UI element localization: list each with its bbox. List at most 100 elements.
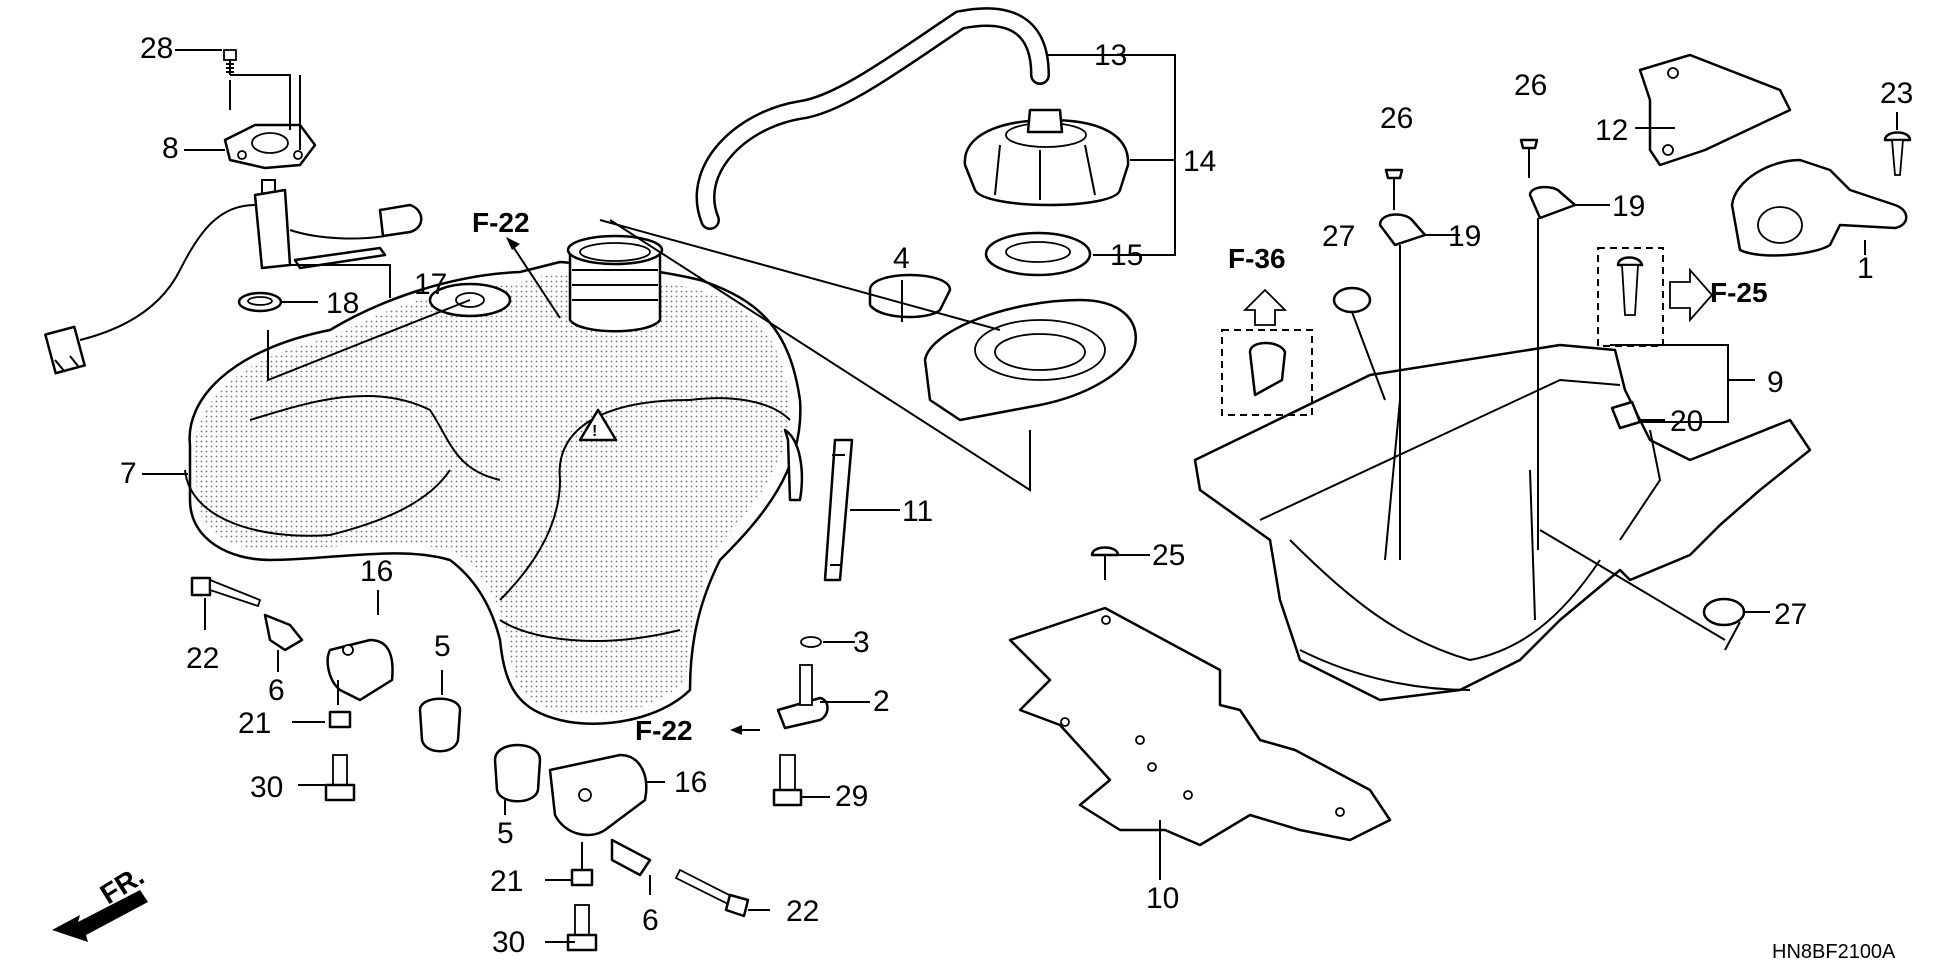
pump-flange-plate [223,123,317,170]
fuel-pump-assembly [44,179,423,375]
bolt-22a [190,576,262,608]
callout-2: 2 [873,685,890,718]
rubber-mount-5a [418,697,462,753]
callout-26a: 26 [1380,102,1413,135]
callout-28: 28 [140,32,173,65]
callout-19a: 19 [1448,220,1481,253]
callout-23: 23 [1880,77,1913,110]
grommet-27b [1702,597,1746,627]
collar-6b [610,838,652,877]
callout-11: 11 [902,495,933,528]
rubber-mount-5b [493,743,542,803]
svg-text:!: ! [592,423,597,440]
bolt-29 [772,754,803,807]
callout-1: 1 [1857,252,1874,285]
callout-16a: 16 [360,555,393,588]
mount-bracket-bottom [548,753,648,837]
f36-reference-box [1221,288,1313,416]
callout-17: 17 [414,268,447,301]
collar-6a [263,613,304,652]
callout-20: 20 [1670,405,1703,438]
callout-25: 25 [1152,539,1185,572]
callout-26b: 26 [1514,69,1547,102]
callout-21b: 21 [490,865,523,898]
callout-10: 10 [1146,882,1179,915]
reference-f36: F-36 [1228,243,1286,274]
fuel-cap [963,108,1130,207]
callout-22b: 22 [786,895,819,928]
f25-reference-box [1597,247,1714,347]
callout-22a: 22 [186,642,219,675]
callout-14: 14 [1183,145,1216,178]
leader-tank-18 [267,299,471,382]
bracket-1 [1730,158,1908,257]
callout-5a: 5 [434,630,451,663]
reference-f22-bottom: F-22 [635,715,693,746]
guide-neck [599,219,1031,492]
pushrivet-23 [1883,131,1912,176]
callout-18: 18 [326,287,359,320]
callout-29: 29 [835,780,868,813]
callout-27a: 27 [1322,220,1355,253]
callout-3: 3 [853,626,870,659]
callout-21a: 21 [238,707,271,740]
bolt-22b [674,868,750,918]
leader-17 [290,264,391,298]
clip-25 [1090,546,1120,580]
heat-guard-10 [1008,606,1392,847]
breather-hose [695,7,1050,230]
callout-6a: 6 [268,674,285,707]
bracket-12 [1638,53,1792,167]
callout-7: 7 [120,457,137,490]
callout-27b: 27 [1774,598,1807,631]
washer-3 [800,636,822,648]
leader-brackets [1635,112,1898,255]
callout-30a: 30 [250,771,283,804]
f22-top-arrowhead [506,237,520,250]
mount-bracket-left [326,638,394,702]
leader-10-25 [1118,554,1161,880]
leader-bottom-mounts [504,781,770,943]
leader-13-14-15 [1048,54,1176,256]
callout-4: 4 [893,242,910,275]
fuel-sender [776,664,829,730]
clamp-19b [1528,185,1577,220]
filler-collar [868,273,1137,422]
tank-strap [823,438,854,582]
o-ring-18 [237,291,283,313]
screw-26b [1519,138,1539,165]
tray-panel-9 [1193,343,1812,702]
leader-clips [1351,165,1770,651]
fuel-tank: ! [184,234,804,725]
bolt-30b [566,904,598,952]
callout-13: 13 [1094,39,1127,72]
leader-f22-top [511,244,561,319]
screw-28 [223,49,237,75]
callout-30b: 30 [492,926,525,959]
callout-9: 9 [1767,366,1784,399]
callout-5b: 5 [497,817,514,850]
guide-27b [1539,529,1726,641]
callout-12: 12 [1595,114,1628,147]
bolt-30a [324,754,356,802]
collar-21b [570,868,594,887]
cap-gasket [984,231,1092,277]
leader-8 [229,74,301,150]
screw-26a [1384,168,1404,195]
callout-6b: 6 [642,904,659,937]
f22-bottom-arrowhead [730,725,742,735]
callout-16b: 16 [674,766,707,799]
leader-2-3-29 [801,641,870,798]
reference-f25: F-25 [1710,277,1768,308]
reference-f22-top: F-22 [472,207,530,238]
callout-8: 8 [162,132,179,165]
leader-left-mounts [204,590,443,786]
grommet-27a [1332,286,1372,314]
front-arrow-icon [52,890,148,942]
diagram-code: HN8BF2100A [1772,941,1896,963]
collar-21a [328,710,352,729]
clamp-19a [1378,213,1427,247]
callout-19b: 19 [1612,190,1645,223]
callout-15: 15 [1110,239,1143,272]
